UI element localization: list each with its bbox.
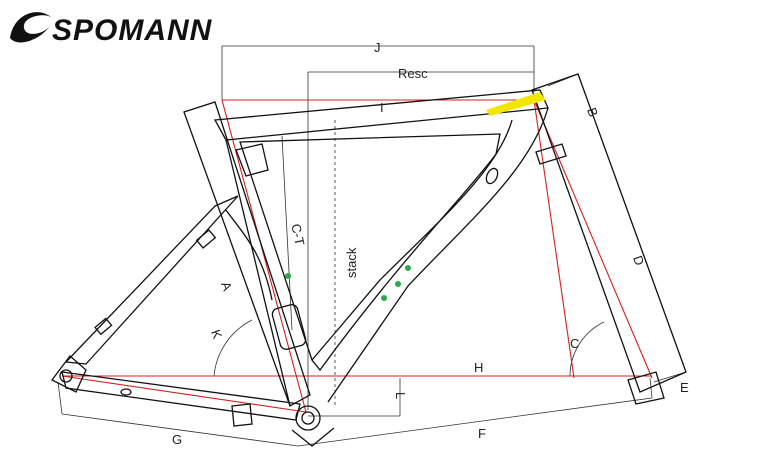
label-k: K — [208, 328, 225, 342]
brand-logo: SPOMANN — [10, 12, 213, 47]
label-stack: stack — [344, 247, 359, 278]
label-resc: Resc — [398, 66, 428, 81]
label-h: H — [474, 360, 483, 375]
logo-emblem-icon — [10, 12, 52, 43]
label-e: E — [680, 380, 689, 395]
bike-frame-outline — [51, 73, 687, 447]
label-i: I — [380, 100, 384, 115]
top-tube-highlight — [486, 92, 546, 116]
brand-name: SPOMANN — [52, 14, 213, 47]
label-f: F — [478, 426, 486, 441]
label-ct: C-T — [288, 222, 307, 246]
label-c: C — [570, 336, 579, 351]
label-j: J — [374, 40, 381, 55]
label-a: A — [218, 280, 235, 294]
label-b: B — [584, 106, 601, 119]
label-d: D — [630, 254, 647, 268]
label-l: L — [393, 392, 408, 399]
label-g: G — [172, 432, 182, 447]
green-markers — [285, 265, 411, 301]
